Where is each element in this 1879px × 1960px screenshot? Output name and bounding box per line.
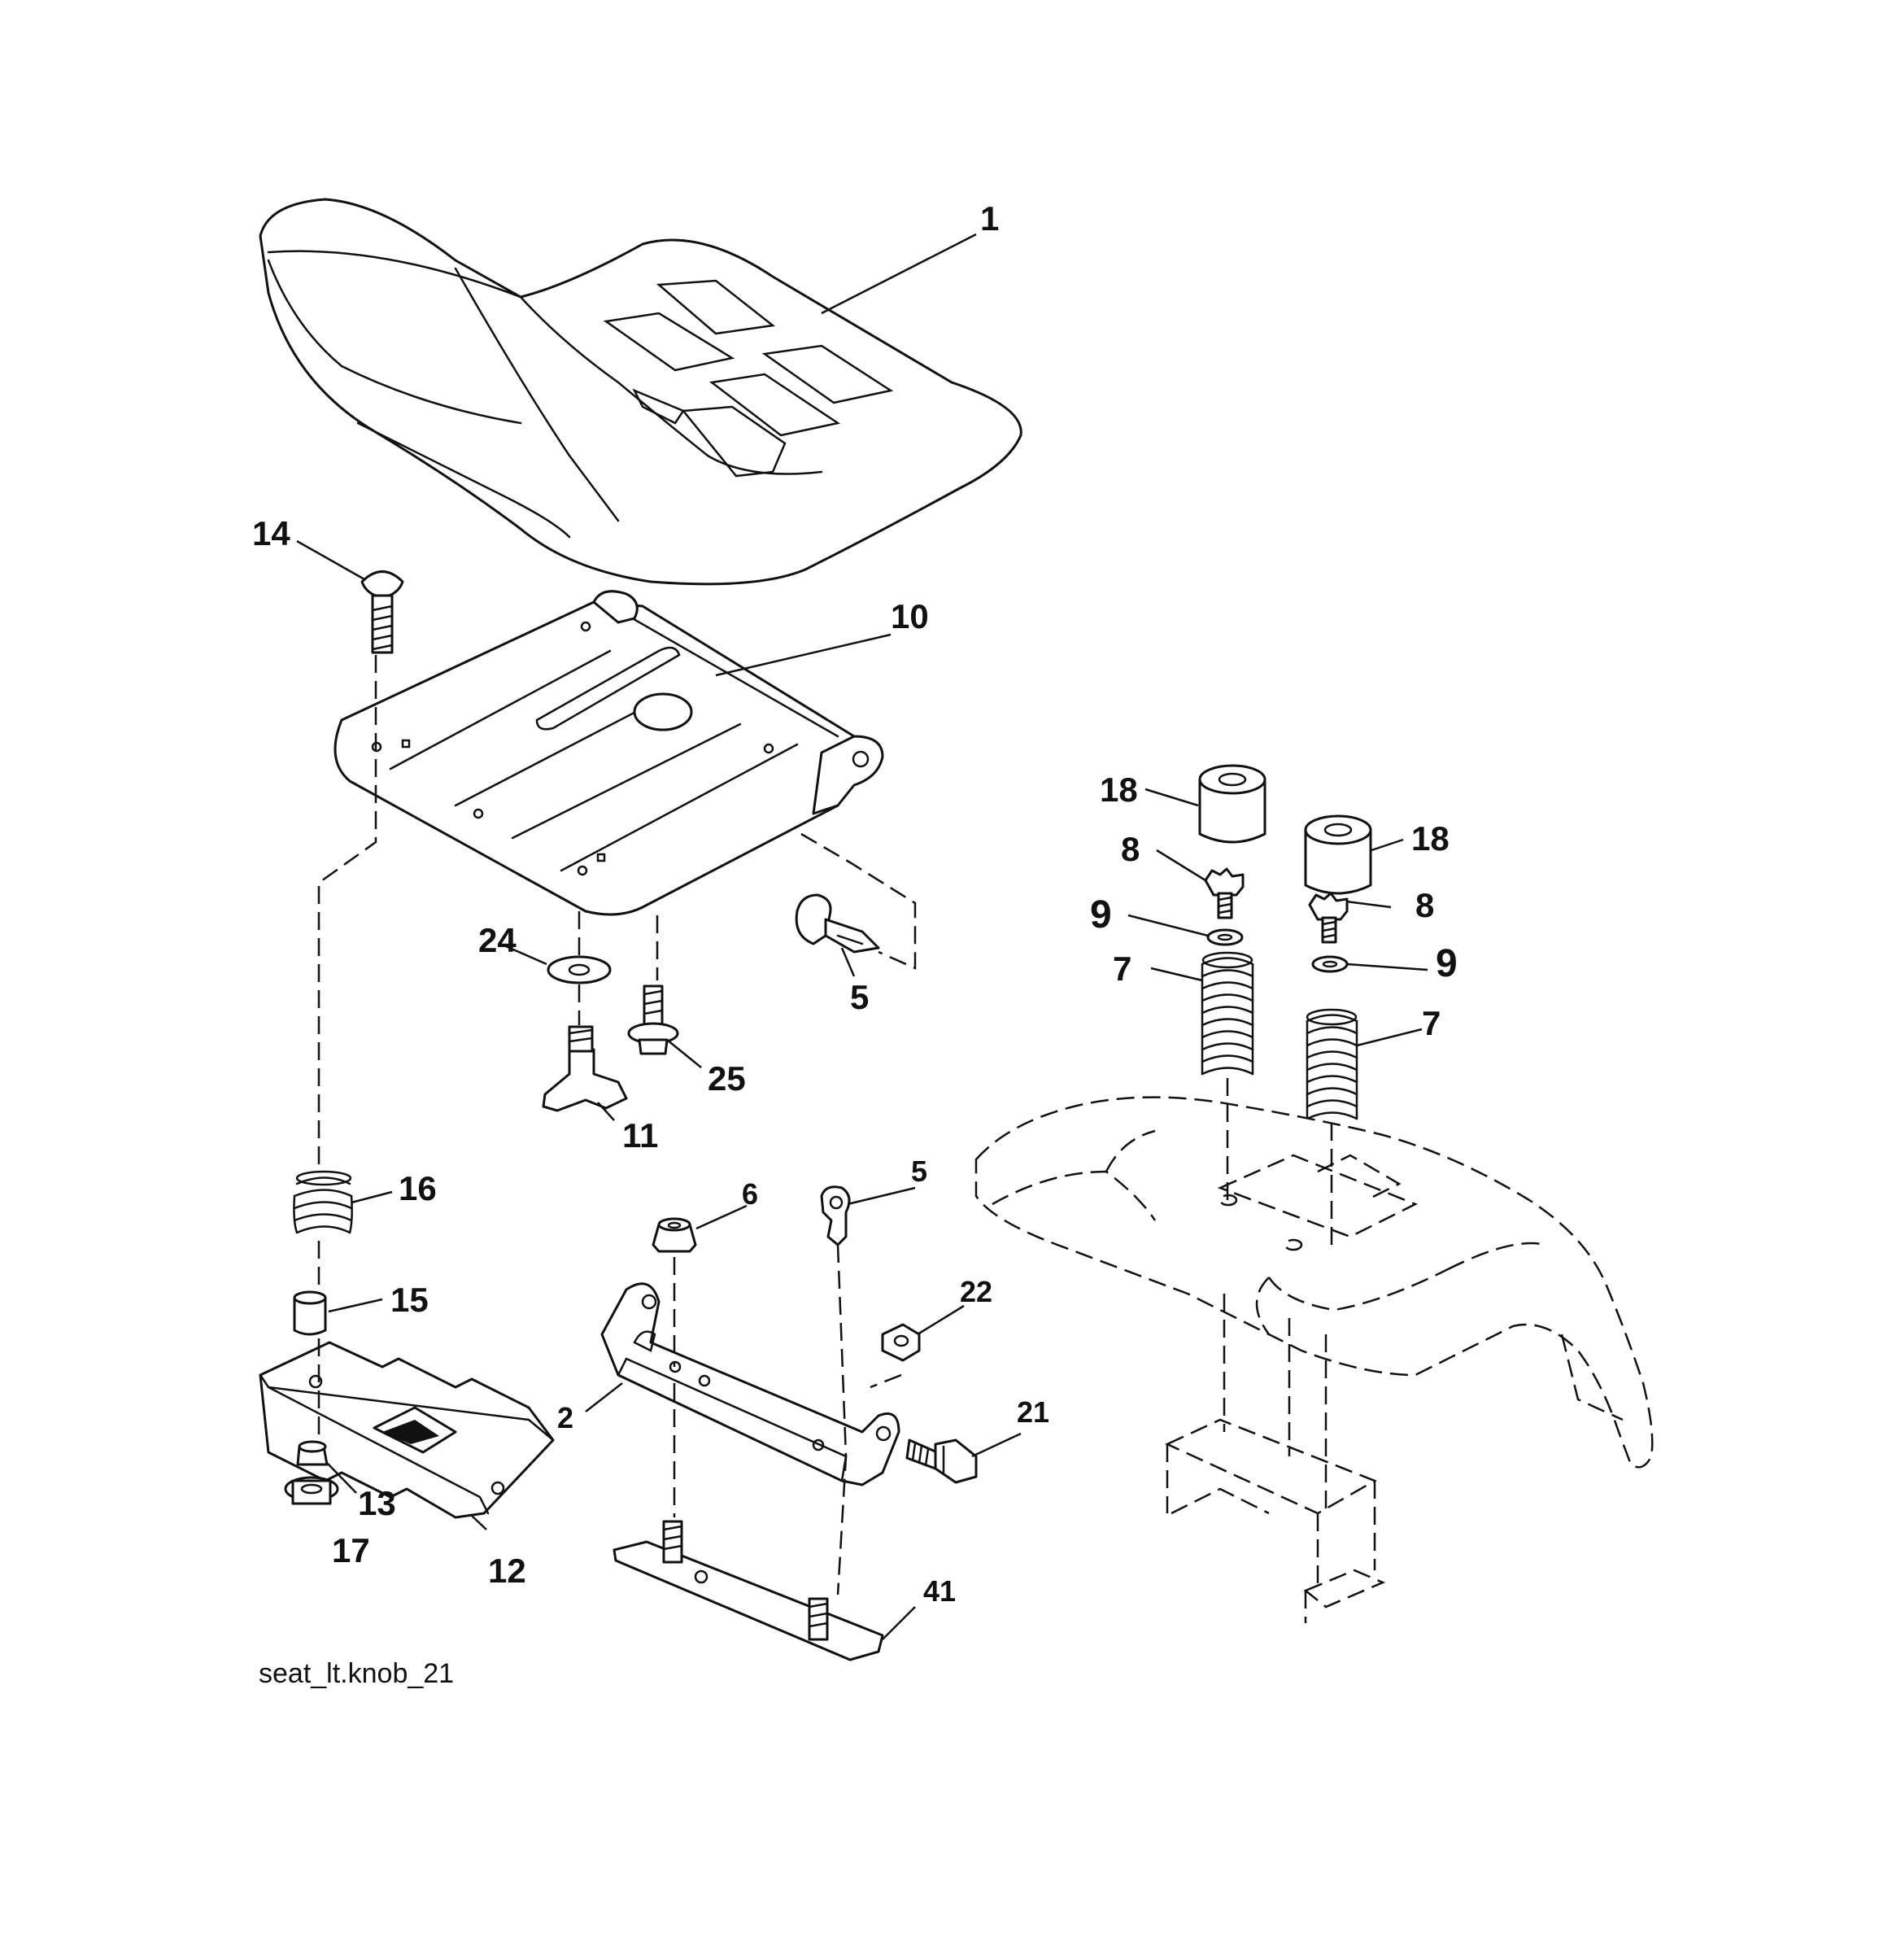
stud-plate [613, 1520, 884, 1661]
callout-11: 11 [622, 1116, 658, 1155]
callout-5-lower: 5 [911, 1155, 927, 1188]
washer-9-right [1311, 955, 1349, 973]
callout-labels: 1 10 14 24 5 25 11 16 15 13 17 12 6 5 22… [252, 199, 1458, 1608]
callout-7-left: 7 [1113, 949, 1131, 988]
callout-18-left: 18 [1100, 770, 1138, 809]
compression-spring-16 [293, 1170, 353, 1234]
callout-9-right: 9 [1436, 942, 1458, 985]
washer-24 [547, 955, 612, 984]
callout-2: 2 [557, 1401, 573, 1434]
callout-15: 15 [390, 1281, 429, 1319]
diagram-caption: seat_lt.knob_21 [259, 1658, 454, 1689]
callout-10: 10 [891, 597, 929, 635]
fender-reference [974, 1096, 1654, 1623]
clip-upper [795, 893, 880, 954]
callout-25: 25 [708, 1059, 746, 1098]
callout-41: 41 [923, 1574, 956, 1608]
hex-bolt-21 [905, 1438, 978, 1484]
leader-lines [296, 233, 1428, 1640]
callout-22: 22 [960, 1275, 992, 1308]
callout-13: 13 [358, 1484, 396, 1522]
clip-lower [820, 1185, 851, 1246]
spring-7-left [1201, 951, 1254, 1076]
pivot-bracket [600, 1282, 900, 1486]
spring-7-right [1306, 1008, 1358, 1120]
flange-nut-17 [284, 1476, 339, 1505]
slide-plate [259, 1341, 555, 1519]
callout-14: 14 [252, 514, 290, 552]
assembly-lines [317, 655, 1333, 1596]
carriage-bolt [360, 570, 404, 654]
callout-8-left: 8 [1121, 830, 1140, 868]
seat-cushion [259, 198, 1022, 586]
spacer-15 [293, 1290, 327, 1336]
callout-16: 16 [399, 1169, 437, 1207]
callout-12: 12 [488, 1552, 526, 1590]
callout-21: 21 [1017, 1395, 1049, 1429]
callout-7-right: 7 [1422, 1004, 1441, 1042]
nut-13 [296, 1440, 329, 1466]
screw-8-right [1308, 892, 1349, 944]
callout-8-right: 8 [1415, 886, 1434, 924]
rubber-bumper-left [1198, 764, 1266, 844]
callout-9-left: 9 [1090, 893, 1112, 936]
lock-nut-6 [652, 1217, 697, 1253]
callout-6: 6 [742, 1177, 758, 1211]
washer-9-left [1206, 928, 1244, 946]
seat-pan [334, 590, 884, 916]
callout-17: 17 [332, 1531, 370, 1569]
shoulder-bolt [627, 984, 679, 1055]
screw-8-left [1204, 867, 1245, 919]
wing-knob [542, 1025, 628, 1112]
callout-18-right: 18 [1411, 819, 1450, 858]
rubber-bumper-right [1304, 814, 1372, 895]
hex-nut-22 [881, 1323, 921, 1362]
callout-1: 1 [980, 199, 999, 238]
callout-5-upper: 5 [850, 978, 869, 1016]
callout-24: 24 [478, 921, 517, 959]
